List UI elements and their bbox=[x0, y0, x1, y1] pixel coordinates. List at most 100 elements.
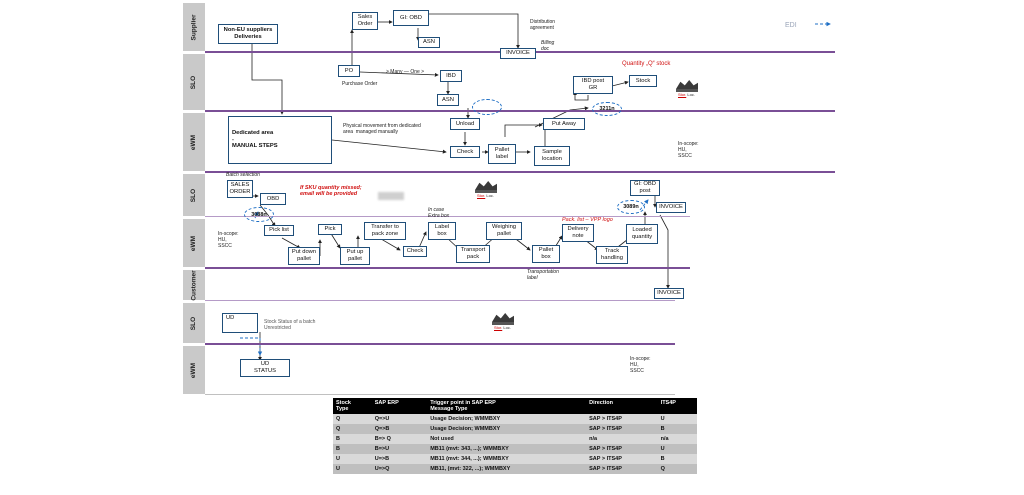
obd-out-box[interactable]: OBD bbox=[260, 193, 286, 205]
table-header-cell: SAP ERP bbox=[371, 398, 428, 414]
box-label: Transfer to pack zone bbox=[371, 224, 399, 237]
gi-obd-box[interactable]: GI: OBD bbox=[393, 10, 429, 26]
stock-box[interactable]: Stock bbox=[629, 75, 657, 87]
edi-oval bbox=[472, 99, 502, 115]
asn-box-top[interactable]: ASN bbox=[418, 37, 440, 48]
lane-label-text: eWM bbox=[190, 134, 198, 150]
invoice-out-box[interactable]: INVOICE bbox=[656, 202, 686, 213]
box-label: Unload bbox=[455, 120, 475, 127]
table-cell: n/a bbox=[586, 434, 658, 444]
redacted-text bbox=[378, 192, 404, 200]
check-in-box[interactable]: Check bbox=[450, 146, 480, 158]
storage-abbrev: Stor. bbox=[477, 193, 486, 198]
sales-order-out-box[interactable]: SALES ORDER bbox=[227, 180, 253, 198]
pallet-box[interactable]: Pallet box bbox=[532, 245, 560, 263]
lane-separator bbox=[205, 300, 675, 301]
lane-separator bbox=[205, 110, 835, 112]
pick-box[interactable]: Pick bbox=[318, 224, 342, 235]
put-up-pallet-box[interactable]: Put up pallet bbox=[340, 247, 370, 265]
batch-selection-note: Batch selection bbox=[226, 172, 260, 178]
warehouse-icon: Stor. Loc. bbox=[676, 80, 698, 98]
lane-label-supplier: Supplier bbox=[183, 3, 205, 51]
box-label: IBD bbox=[446, 72, 456, 79]
table-cell: MB11, (mvt: 322, ...); WMMBXY bbox=[427, 464, 587, 474]
unload-box[interactable]: Unload bbox=[450, 118, 480, 130]
lane-label-ewm-quality: eWM bbox=[183, 346, 205, 394]
lane-label-customer: Customer bbox=[183, 270, 205, 300]
pallet-label-box[interactable]: Pallet label bbox=[488, 144, 516, 164]
non-eu-suppliers-box[interactable]: Non-EU suppliers Deliveries bbox=[218, 24, 278, 44]
lane-label-text: eWM bbox=[190, 362, 198, 378]
lane-label-text: Customer bbox=[190, 269, 198, 301]
table-header-cell: ITS4P bbox=[657, 398, 697, 414]
lane-separator bbox=[205, 171, 835, 173]
table-cell: SAP > ITS4P bbox=[586, 454, 658, 464]
box-label: Pallet label bbox=[494, 147, 510, 160]
box-label: Label box bbox=[434, 224, 450, 237]
box-label: ASN bbox=[442, 96, 454, 103]
box-label: PO bbox=[344, 67, 354, 74]
box-label: ASN bbox=[423, 39, 435, 46]
box-label: Track handling bbox=[601, 248, 623, 261]
table-cell: B=> Q bbox=[371, 434, 428, 444]
table-cell: SAP > ITS4P bbox=[586, 414, 658, 424]
loaded-quantity-box[interactable]: Loaded quantity bbox=[626, 224, 658, 244]
invoice-box-top[interactable]: INVOICE bbox=[500, 48, 536, 59]
sales-order-box[interactable]: Sales Order bbox=[352, 12, 378, 30]
box-label: Check bbox=[406, 248, 424, 255]
po-box[interactable]: PO bbox=[338, 65, 360, 77]
box-label: Stock bbox=[635, 77, 651, 84]
storage-abbrev: Stor. bbox=[678, 92, 687, 97]
check-out-box[interactable]: Check bbox=[403, 246, 427, 257]
ud-status-box[interactable]: UD STATUS bbox=[240, 359, 290, 377]
put-away-box[interactable]: Put Away bbox=[543, 118, 585, 130]
put-down-pallet-box[interactable]: Put down pallet bbox=[288, 247, 320, 265]
lane-label-slo-quality: SLO bbox=[183, 303, 205, 343]
oval-label: 3211n bbox=[599, 106, 615, 112]
delivery-note-box[interactable]: Delivery note bbox=[562, 224, 594, 242]
box-label: Sample location bbox=[542, 149, 562, 162]
label-box[interactable]: Label box bbox=[428, 222, 456, 240]
box-label: INVOICE bbox=[657, 290, 681, 297]
table-cell: Q=>U bbox=[371, 414, 428, 424]
pick-list-box[interactable]: Pick list bbox=[264, 225, 294, 236]
asn-box-mid[interactable]: ASN bbox=[437, 94, 459, 106]
table-cell: U bbox=[333, 454, 372, 464]
edi-legend-text: EDI bbox=[785, 22, 797, 29]
box-label: Pick list bbox=[269, 227, 289, 234]
weighing-pallet-box[interactable]: Weighing pallet bbox=[486, 222, 522, 240]
ibd-post-gr-box[interactable]: IBD post GR bbox=[573, 76, 613, 94]
edi-oval-3089n: 3089n bbox=[617, 200, 645, 214]
gi-obd-post-box[interactable]: GI: OBD post bbox=[630, 180, 660, 196]
table-cell: Usage Decision; WMMBXY bbox=[427, 414, 587, 424]
box-label: INVOICE bbox=[659, 204, 683, 211]
transfer-pack-zone-box[interactable]: Transfer to pack zone bbox=[364, 222, 406, 240]
inscope-note: In-scope: HU, SSCC bbox=[218, 231, 239, 249]
lane-separator bbox=[205, 267, 690, 269]
ud-box[interactable]: UD bbox=[222, 313, 258, 333]
table-cell: Q=>B bbox=[371, 424, 428, 434]
table-cell: U bbox=[333, 464, 372, 474]
ibd-box[interactable]: IBD bbox=[440, 70, 462, 82]
lane-separator bbox=[205, 394, 675, 395]
box-label: Pick bbox=[324, 226, 336, 233]
box-label: Transport pack bbox=[460, 247, 486, 260]
warehouse-icon: Stor. Loc. bbox=[492, 313, 514, 331]
box-label: Loaded quantity bbox=[631, 227, 653, 240]
edi-legend: EDI bbox=[785, 22, 797, 29]
edi-oval-3211n: 3211n bbox=[592, 102, 622, 116]
box-label: Sales Order bbox=[357, 14, 373, 27]
invoice-customer-box[interactable]: INVOICE bbox=[654, 288, 684, 299]
transport-pack-box[interactable]: Transport pack bbox=[456, 245, 490, 263]
lane-label-text: SLO bbox=[190, 316, 198, 330]
sample-location-box[interactable]: Sample location bbox=[534, 146, 570, 166]
table-cell: SAP > ITS4P bbox=[586, 424, 658, 434]
warehouse-icon: Stor. Loc. bbox=[475, 181, 497, 199]
table-cell: U bbox=[657, 444, 697, 454]
track-handling-box[interactable]: Track handling bbox=[596, 246, 628, 264]
dedicated-area-box[interactable]: Dedicated area - MANUAL STEPS bbox=[228, 116, 332, 164]
